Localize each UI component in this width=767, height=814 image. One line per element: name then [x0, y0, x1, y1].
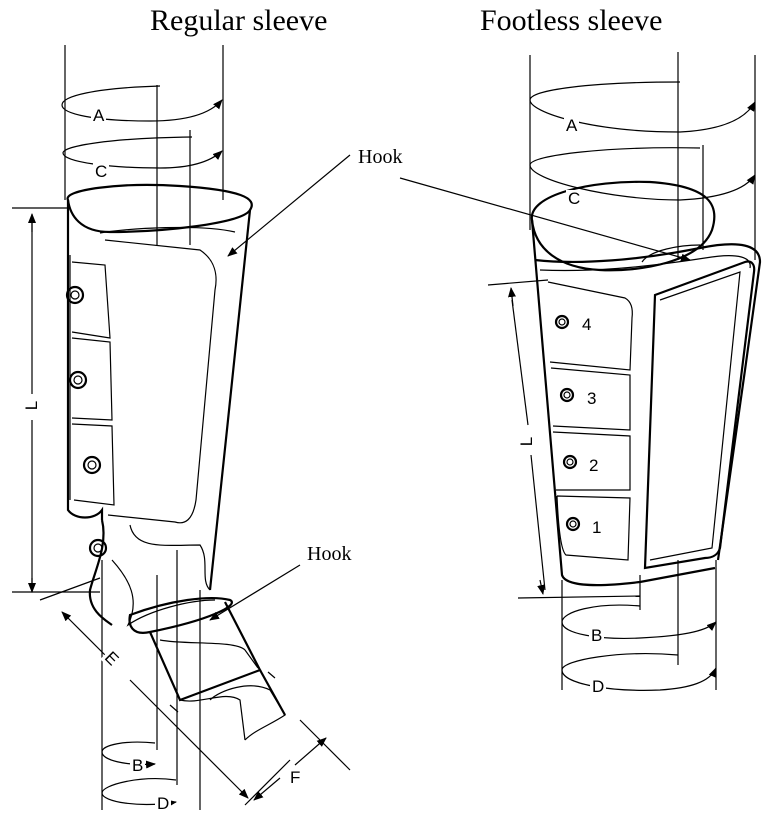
regular-sleeve-drawing [12, 45, 351, 810]
strap-number-2: 2 [589, 456, 599, 475]
regular-dimension-l: L [22, 398, 42, 413]
hook-callout-bottom: Hook [307, 543, 352, 565]
regular-dimension-a: A [91, 106, 107, 125]
regular-sleeve-title: Regular sleeve [150, 4, 328, 37]
strap-number-3: 3 [587, 389, 597, 408]
footless-dimension-c: C [566, 189, 583, 208]
footless-dimension-l: L [517, 434, 537, 449]
footless-sleeve-drawing [399, 52, 762, 691]
regular-dimension-d: D [155, 794, 172, 813]
footless-dimension-a: A [564, 116, 580, 135]
footless-dimension-d: D [590, 677, 607, 696]
regular-dimension-f: F [288, 768, 303, 787]
hook-callout-top: Hook [358, 146, 403, 168]
footless-sleeve-title: Footless sleeve [480, 4, 663, 37]
footless-dimension-b: B [589, 626, 605, 645]
strap-number-4: 4 [582, 315, 592, 334]
strap-number-1: 1 [592, 518, 602, 537]
regular-dimension-c: C [93, 162, 110, 181]
regular-dimension-b: B [130, 756, 146, 775]
